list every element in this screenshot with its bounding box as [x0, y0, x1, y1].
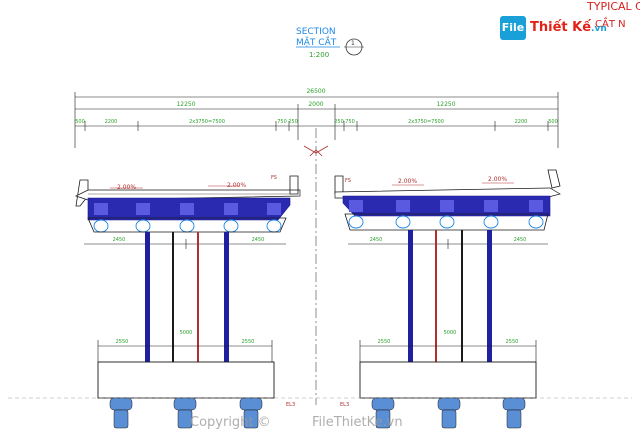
- overall-dimension: [74, 92, 559, 148]
- dim-column-center-right: 5000: [444, 330, 457, 336]
- right-rail-mark: FS: [345, 178, 351, 184]
- dim-footing-right-2: 2550: [506, 339, 519, 345]
- left-rail-mark: FS: [271, 175, 277, 181]
- dim-overall: 26500: [306, 88, 325, 95]
- right-pier-dimensions: [348, 239, 548, 249]
- dim-left-seg-4: 750: [277, 119, 287, 125]
- dim-left-seg-5: 250: [288, 119, 298, 125]
- half-dimensions: [75, 104, 558, 140]
- dim-pier-cap-left-1: 2450: [113, 237, 126, 243]
- dim-right-seg-5: 500: [548, 119, 558, 125]
- left-pile-icons: [109, 397, 263, 429]
- left-footing-dimensions: [97, 340, 273, 362]
- right-footing: [359, 361, 537, 399]
- watermark-left: Copyright ©: [190, 415, 271, 430]
- dim-footing-left-1: 2550: [116, 339, 129, 345]
- lane-dimensions: [75, 121, 558, 131]
- right-girders: [342, 195, 551, 217]
- dim-right-seg-1: 250: [334, 119, 344, 125]
- right-slope-b: 2.00%: [488, 176, 507, 183]
- filethietke-logo: File Thiết Kế.vn: [500, 14, 612, 44]
- left-level-mark: EL3: [286, 402, 295, 408]
- left-deck: [75, 175, 301, 207]
- dim-right-seg-3: 2x3750=7500: [408, 119, 444, 125]
- left-bearing-icons: [93, 219, 282, 233]
- right-bearing-icons: [348, 215, 544, 229]
- right-deck: [334, 169, 561, 199]
- watermark-right: FileThietKe.vn: [312, 415, 403, 430]
- logo-box: File: [500, 16, 526, 40]
- logo-text: Thiết Kế.vn: [530, 20, 607, 35]
- title-line-1: TYPICAL CRO: [586, 0, 640, 13]
- section-label-vn: MẶT CẮT: [296, 35, 337, 48]
- section-label-en: SECTION: [296, 27, 336, 37]
- right-columns: [408, 230, 492, 362]
- dim-pier-cap-right-2: 2450: [514, 237, 527, 243]
- dim-right-half: 12250: [436, 101, 455, 108]
- left-slope-b: 2.00%: [227, 182, 246, 189]
- right-footing-dimensions: [359, 340, 537, 362]
- svg-text:1: 1: [351, 40, 355, 47]
- dim-left-half: 12250: [176, 101, 195, 108]
- dim-footing-right-1: 2550: [378, 339, 391, 345]
- left-slope-a: 2.00%: [117, 184, 136, 191]
- dim-pier-cap-left-2: 2450: [252, 237, 265, 243]
- dim-median: 2000: [308, 101, 323, 108]
- left-columns: [145, 232, 229, 362]
- right-pile-icons: [371, 397, 526, 429]
- dim-left-seg-3: 2x3750=7500: [189, 119, 225, 125]
- left-pier-cap: [87, 217, 287, 233]
- right-level-mark: EL3: [340, 402, 349, 408]
- dim-right-seg-2: 750: [345, 119, 355, 125]
- left-pier-dimensions: [84, 239, 286, 249]
- left-girders: [87, 197, 291, 221]
- centerline-marker-icon: [303, 145, 329, 157]
- dim-column-center-left: 5000: [180, 330, 193, 336]
- right-pier-cap: [344, 213, 549, 231]
- right-slope-a: 2.00%: [398, 178, 417, 185]
- dim-left-seg-2: 2200: [105, 119, 118, 125]
- dim-left-seg-1: 500: [75, 119, 85, 125]
- title-line-2: CẮT N: [595, 16, 626, 30]
- dim-footing-left-2: 2550: [242, 339, 255, 345]
- left-footing: [97, 361, 275, 399]
- dim-pier-cap-right-1: 2450: [370, 237, 383, 243]
- section-marker-icon: 1: [344, 38, 364, 56]
- section-scale: 1:200: [309, 51, 329, 59]
- dim-right-seg-4: 2200: [515, 119, 528, 125]
